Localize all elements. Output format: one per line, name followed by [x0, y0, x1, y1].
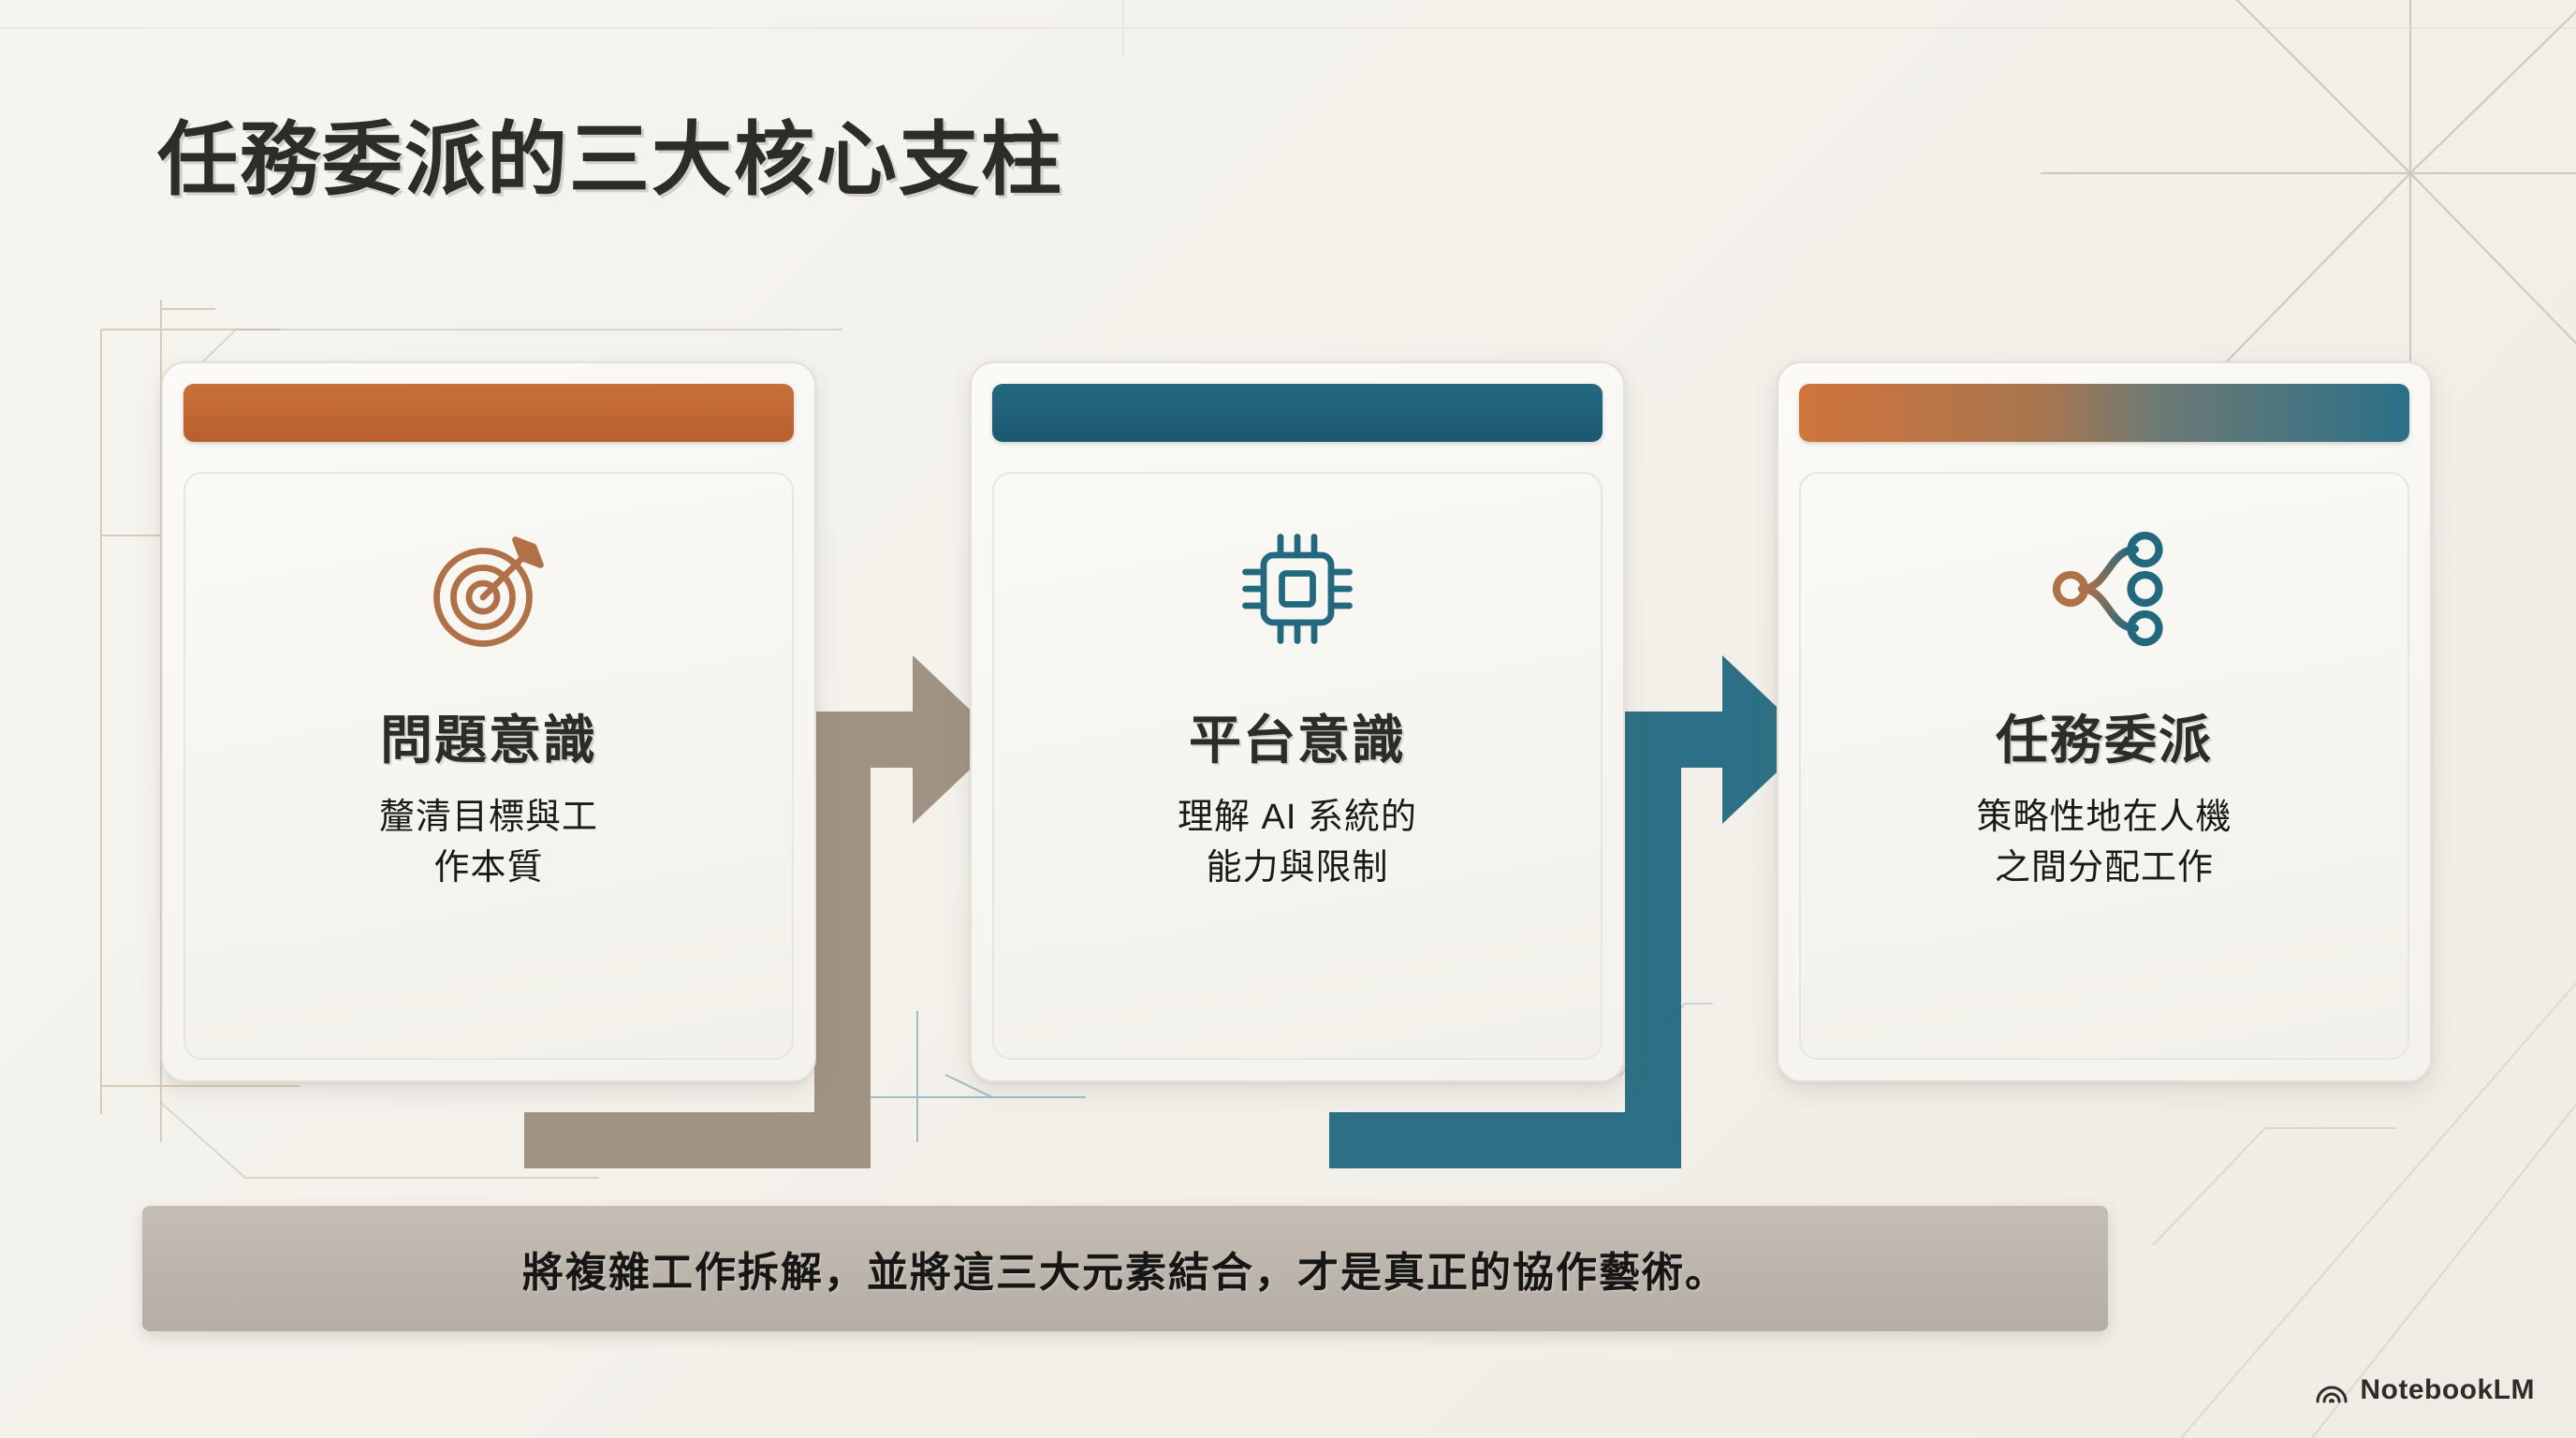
card-header-bar-2 — [992, 384, 1603, 442]
notebooklm-spiral-icon — [2316, 1386, 2348, 1403]
notebooklm-label: NotebookLM — [2360, 1374, 2535, 1405]
notebooklm-watermark: NotebookLM — [2315, 1374, 2535, 1406]
card-subtitle-2: 理解 AI 系統的 能力與限制 — [1178, 793, 1417, 894]
card-header-bar-3 — [1799, 384, 2409, 442]
grid-hint-lines — [0, 0, 2576, 56]
target-icon — [433, 536, 544, 647]
card-title-3: 任務委派 — [1996, 711, 2213, 770]
card-subtitle-2-line1: 理解 AI 系統的 — [1177, 798, 1418, 837]
summary-banner-text: 將複雜工作拆解，並將這三大元素結合，才是真正的協作藝術。 — [522, 1250, 1728, 1296]
summary-banner: 將複雜工作拆解，並將這三大元素結合，才是真正的協作藝術。 — [142, 1206, 2108, 1331]
card-body-3: 任務委派 策略性地在人機 之間分配工作 — [1799, 472, 2409, 1060]
card-subtitle-1-line1: 釐清目標與工 — [378, 798, 598, 837]
share-nodes-icon — [2052, 531, 2163, 647]
card-subtitle-3: 策略性地在人機 之間分配工作 — [1976, 793, 2232, 894]
card-title-1: 問題意識 — [380, 711, 597, 770]
card-subtitle-3-line1: 策略性地在人機 — [1976, 798, 2232, 837]
pillar-card-2[interactable]: 平台意識 理解 AI 系統的 能力與限制 — [970, 361, 1625, 1082]
card-title-2: 平台意識 — [1189, 711, 1406, 770]
pillar-cards: 問題意識 釐清目標與工 作本質 — [0, 361, 2576, 1082]
card-subtitle-1-line2: 作本質 — [433, 847, 544, 888]
pillar-card-1[interactable]: 問題意識 釐清目標與工 作本質 — [161, 361, 816, 1082]
card-subtitle-3-line2: 之間分配工作 — [1994, 847, 2214, 888]
card-subtitle-1: 釐清目標與工 作本質 — [379, 793, 598, 894]
card-header-bar-1 — [183, 384, 794, 442]
card-subtitle-2-line2: 能力與限制 — [1206, 847, 1389, 888]
chip-icon — [1242, 534, 1353, 644]
card-body-1: 問題意識 釐清目標與工 作本質 — [183, 472, 794, 1060]
pillar-card-3[interactable]: 任務委派 策略性地在人機 之間分配工作 — [1777, 361, 2432, 1082]
card-body-2: 平台意識 理解 AI 系統的 能力與限制 — [992, 472, 1603, 1060]
page-title: 任務委派的三大核心支柱 — [157, 115, 1063, 205]
